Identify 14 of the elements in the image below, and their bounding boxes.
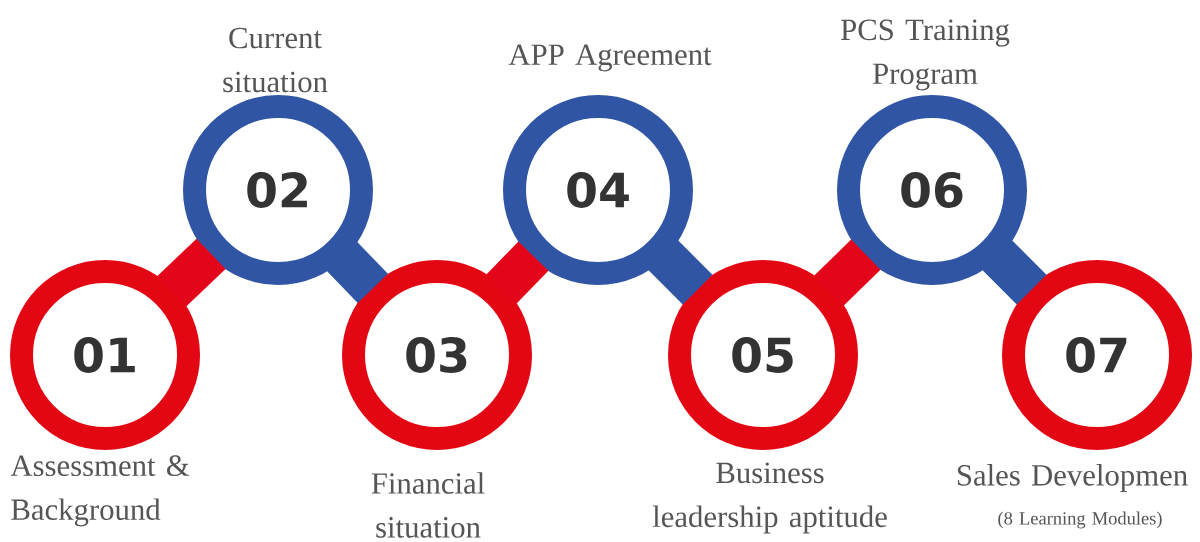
step-label: APP Agreement — [508, 44, 712, 72]
step-label: Business leadership aptitude — [652, 462, 887, 534]
connector-band — [982, 240, 1047, 305]
connector-band — [814, 239, 881, 306]
connector-band — [157, 238, 226, 307]
step-label: Financial situation — [371, 472, 485, 538]
connector-band — [486, 241, 549, 304]
step-label: (8 Learning Modules) — [998, 511, 1162, 529]
step-label: Assessment & Background — [10, 455, 190, 527]
step-label: PCS Training Program — [841, 19, 1010, 91]
step-label: Sales Developmen — [957, 464, 1188, 492]
connector-band — [648, 240, 713, 305]
step-label: Current situation — [223, 27, 328, 93]
connector-band — [327, 242, 388, 303]
